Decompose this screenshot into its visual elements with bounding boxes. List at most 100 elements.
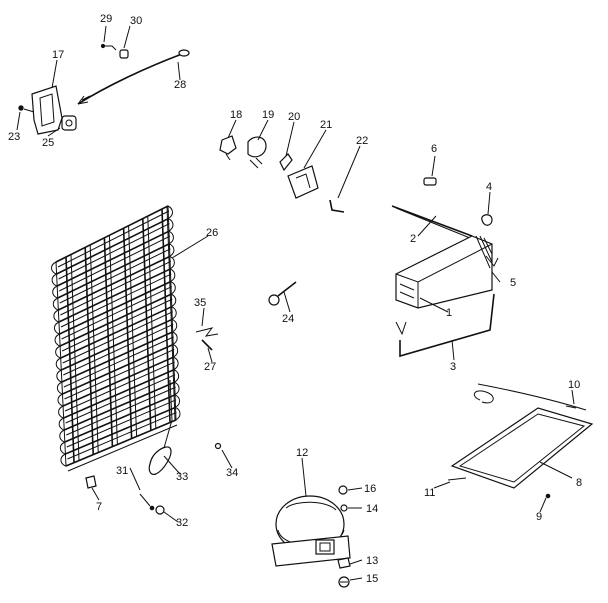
coil-tube <box>63 381 175 431</box>
callout-6: 6 <box>431 143 437 155</box>
evaporator-assembly <box>391 177 499 358</box>
coil-bend <box>175 406 181 421</box>
callout-17: 17 <box>52 49 64 61</box>
callout-20: 20 <box>288 111 300 123</box>
control-parts <box>219 135 345 213</box>
coil-bend <box>173 369 180 383</box>
coil-bend <box>170 281 176 295</box>
callout-16: 16 <box>364 483 376 495</box>
coil-tube <box>63 368 175 419</box>
coil-tube-edge <box>60 273 172 328</box>
coil-wire <box>122 228 133 439</box>
leader-lines <box>16 25 575 581</box>
coil-bend <box>168 230 174 245</box>
coil-wire-edge <box>108 235 118 445</box>
callout-27: 27 <box>204 361 216 373</box>
coil-tube <box>58 255 171 311</box>
callout-5: 5 <box>510 277 516 289</box>
coil-tube-edge <box>62 311 173 364</box>
grommet-part <box>268 281 297 306</box>
callout-32: 32 <box>176 517 188 529</box>
callout-19: 19 <box>262 109 274 121</box>
callout-11: 11 <box>424 487 435 499</box>
coil-bend <box>58 405 64 419</box>
callout-31: 31 <box>116 465 128 477</box>
coil-wire-edge <box>166 206 176 421</box>
coil-tube-edge <box>67 411 177 460</box>
power-cord <box>77 43 190 105</box>
callout-29: 29 <box>100 13 112 25</box>
coil-bend <box>53 321 60 335</box>
small-hardware <box>85 442 222 515</box>
coil-bend <box>56 381 63 395</box>
coil-tube-edge <box>61 286 173 340</box>
coil-wire <box>161 208 171 423</box>
callout-10: 10 <box>568 379 580 391</box>
coil-bend <box>59 429 65 443</box>
callout-18: 18 <box>230 109 242 121</box>
coil-wire <box>65 256 75 463</box>
clip-parts <box>195 327 219 351</box>
coil-wire-edge <box>128 226 138 437</box>
coil-tube-edge <box>65 374 176 424</box>
coil-wire <box>142 218 152 431</box>
coil-tube-edge <box>63 336 174 388</box>
callout-24: 24 <box>282 313 294 325</box>
condenser-coil <box>51 205 181 472</box>
coil-tube-edge <box>60 260 172 316</box>
coil-tube-edge <box>66 399 177 448</box>
coil-tube <box>57 243 170 299</box>
coil-tube <box>56 217 169 275</box>
coil-bend <box>172 331 178 345</box>
coil-bend <box>169 255 175 270</box>
callout-14: 14 <box>366 503 378 515</box>
coil-tube <box>60 305 173 359</box>
callout-22: 22 <box>356 135 368 147</box>
coil-wire <box>84 247 94 455</box>
coil-bend <box>173 356 179 371</box>
coil-tube-edge <box>67 424 178 472</box>
coil-bend <box>56 369 62 383</box>
bracket-assembly <box>18 85 77 135</box>
callout-13: 13 <box>366 555 378 567</box>
callout-15: 15 <box>366 573 378 585</box>
coil-bend <box>55 357 61 371</box>
coil-wire-edge <box>70 254 80 461</box>
coil-tube <box>65 406 176 455</box>
callout-25: 25 <box>42 137 54 149</box>
coil-bend <box>53 309 59 323</box>
callout-23: 23 <box>8 131 20 143</box>
coil-bend <box>168 218 174 232</box>
coil-tube <box>62 343 174 395</box>
callout-30: 30 <box>130 15 142 27</box>
coil-bend <box>60 453 66 467</box>
coil-tube-edge <box>58 223 170 280</box>
callout-26: 26 <box>206 227 218 239</box>
coil-tube <box>56 230 170 287</box>
coil-wire-edge <box>89 245 99 453</box>
coil-bend <box>54 333 60 347</box>
coil-bend <box>171 318 178 333</box>
coil-tube <box>61 331 174 383</box>
coil-bend <box>174 381 180 396</box>
compressor <box>271 485 351 588</box>
callout-35: 35 <box>194 297 206 309</box>
coil-bend <box>171 293 177 308</box>
coil-bend <box>174 394 181 408</box>
drain-pan <box>447 383 594 499</box>
coil-tube <box>64 394 176 443</box>
coil-bend <box>58 417 64 431</box>
coil-bend <box>171 306 177 320</box>
coil-wire <box>103 237 114 447</box>
coil-bend <box>55 345 61 359</box>
coil-tube-edge <box>64 361 175 412</box>
callout-28: 28 <box>174 79 186 91</box>
callout-2: 2 <box>410 233 416 245</box>
callout-4: 4 <box>486 181 492 193</box>
coil-bend <box>52 297 59 311</box>
coil-tube <box>55 205 169 263</box>
coil-bend <box>170 268 176 282</box>
callout-9: 9 <box>536 511 542 523</box>
coil-tube <box>59 293 172 347</box>
